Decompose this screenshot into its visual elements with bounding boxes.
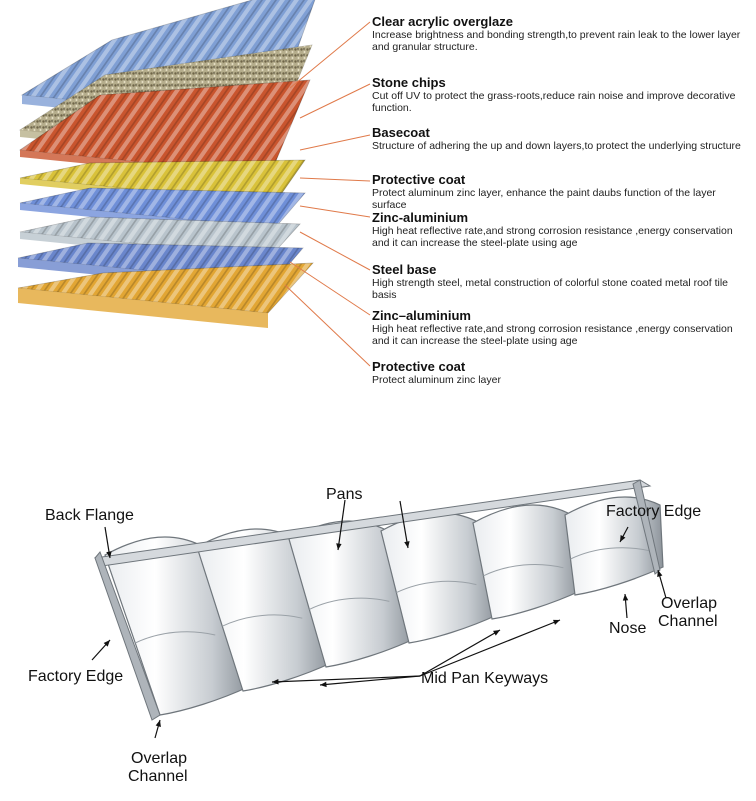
- layer-text: Protect aluminum zinc layer, enhance the…: [372, 187, 716, 211]
- layer-title: Zinc–aluminium: [372, 308, 471, 323]
- label-overlap-right-1: Overlap: [661, 595, 718, 612]
- layer-title: Stone chips: [372, 75, 446, 90]
- layer-text: Cut off UV to protect the grass-roots,re…: [372, 90, 736, 114]
- tile-keyway-step: [396, 580, 477, 594]
- arrow-head: [320, 681, 327, 688]
- arrow-line: [271, 675, 421, 683]
- label-factory-edge-top: Factory Edge: [606, 503, 702, 520]
- layer-title: Protective coat: [372, 172, 466, 187]
- tile-keyway-step: [135, 631, 216, 644]
- layer-description-steel-base: Steel base High strength steel, metal co…: [372, 262, 750, 301]
- label-factory-edge-left: Factory Edge: [28, 668, 124, 685]
- arrow-head: [657, 570, 663, 577]
- layer-description-clear-acrylic: Clear acrylic overglaze Increase brightn…: [372, 14, 750, 53]
- tile-keyway-step: [222, 614, 303, 627]
- leader-line: [299, 83, 371, 119]
- layer-title: Clear acrylic overglaze: [372, 14, 513, 29]
- arrow-line: [319, 675, 421, 686]
- layer-stack-illustration: [17, 0, 371, 367]
- tile-keyway-step: [309, 597, 390, 610]
- layer-description-zinc-aluminium-2: Zinc–aluminium High heat reflective rate…: [372, 308, 750, 347]
- layer-description-basecoat: Basecoat Structure of adhering the up an…: [372, 125, 750, 152]
- label-overlap-bottom-2: Channel: [128, 768, 188, 785]
- leader-line: [299, 205, 371, 218]
- layer-title: Protective coat: [372, 359, 466, 374]
- layer-title: Zinc-aluminium: [372, 210, 469, 225]
- tile-factory-edge-right: [632, 479, 661, 575]
- leader-line: [299, 231, 371, 271]
- arrow-line: [399, 500, 409, 549]
- leader-line: [299, 177, 371, 182]
- arrow-head: [553, 619, 560, 625]
- arrow-head: [620, 535, 626, 542]
- layer-text: Structure of adhering the up and down la…: [372, 140, 741, 152]
- arrow-head: [103, 640, 110, 647]
- layer-text: High strength steel, metal construction …: [372, 277, 729, 301]
- tile-keyway-step: [570, 547, 651, 560]
- label-nose: Nose: [609, 620, 647, 637]
- layer-description-protective-coat: Protective coat Protect aluminum zinc la…: [372, 172, 750, 211]
- tile-pan: [564, 496, 664, 596]
- arrow-head: [155, 720, 161, 727]
- layer-title: Basecoat: [372, 125, 430, 140]
- layer-description-protective-coat-2: Protective coat Protect aluminum zinc la…: [372, 359, 750, 386]
- tile-keyway-step: [483, 564, 564, 577]
- leader-line: [284, 284, 371, 367]
- arrow-head: [106, 551, 112, 558]
- leader-line: [289, 261, 371, 316]
- leader-line: [289, 21, 371, 89]
- layer-plate-texture: [20, 188, 305, 228]
- label-overlap-bottom-1: Overlap: [131, 750, 188, 767]
- tile-pan: [472, 504, 581, 620]
- layer-description-stone-chips: Stone chips Cut off UV to protect the gr…: [372, 75, 750, 114]
- arrow-head: [493, 630, 500, 636]
- label-back-flange: Back Flange: [45, 507, 134, 524]
- layer-plate-texture: [20, 80, 310, 175]
- label-pans: Pans: [326, 486, 363, 503]
- tile-factory-edge-left: [94, 551, 161, 721]
- layer-text: Increase brightness and bonding strength…: [372, 29, 741, 53]
- tile-body: [94, 479, 664, 721]
- label-mid-pan-keyways: Mid Pan Keyways: [421, 670, 549, 687]
- layer-text: High heat reflective rate,and strong cor…: [372, 225, 733, 249]
- layer-title: Steel base: [372, 262, 437, 277]
- arrow-head: [336, 543, 342, 550]
- arrow-line: [419, 629, 501, 677]
- arrow-head: [404, 541, 410, 548]
- arrow-head: [622, 594, 629, 601]
- tile-anatomy-illustration: [91, 479, 667, 739]
- label-overlap-right-2: Channel: [658, 613, 718, 630]
- arrow-line: [337, 499, 346, 551]
- layer-plate-texture: [18, 263, 313, 313]
- arrow-line: [419, 619, 561, 677]
- layer-text: Protect aluminum zinc layer: [372, 374, 501, 386]
- label-arrows: [91, 499, 667, 739]
- layer-text: High heat reflective rate,and strong cor…: [372, 323, 733, 347]
- layer-plate-edge: [18, 288, 268, 328]
- layer-description-zinc-aluminium: Zinc-aluminium High heat reflective rate…: [372, 210, 750, 249]
- leader-line: [299, 134, 371, 151]
- arrow-head: [272, 679, 279, 685]
